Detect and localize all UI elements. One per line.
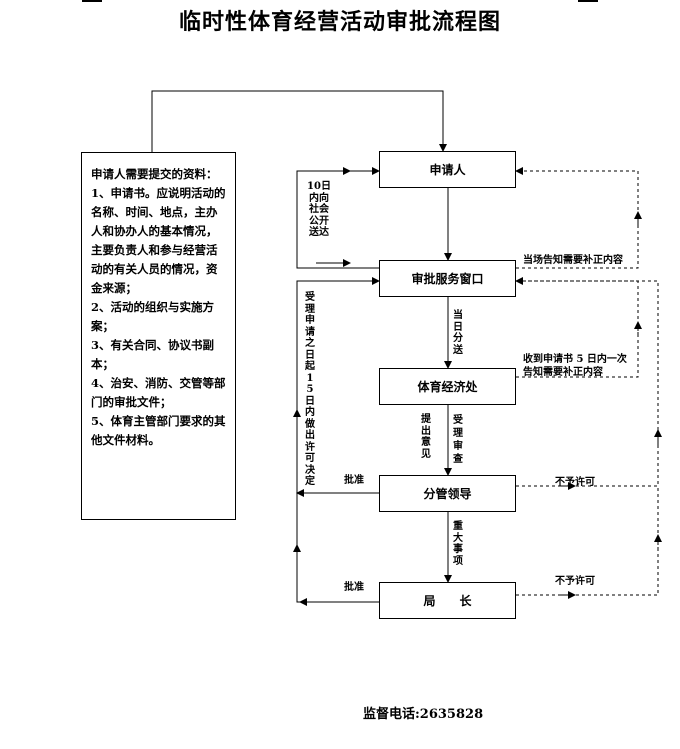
- director-node: 局 长: [379, 582, 516, 619]
- supervision-phone: 监督电话:2635828: [363, 707, 484, 722]
- materials-to-applicant-line: [151, 90, 447, 152]
- label-notify-onsite: 当场告知需要补正内容: [523, 255, 623, 266]
- label-opinion: 提出意见: [421, 414, 431, 460]
- page-title: 临时性体育经营活动审批流程图: [178, 9, 501, 35]
- label-approve-director: 批准: [344, 582, 364, 593]
- materials-item-2: 2、活动的组织与实施方案；: [91, 300, 215, 333]
- label-major-matter: 重大事项: [453, 521, 463, 567]
- label-forward-same-day: 当日分送: [453, 310, 463, 356]
- service-window-node: 审批服务窗口: [379, 260, 516, 297]
- materials-heading: 申请人需要提交的资料：: [91, 167, 218, 181]
- label-notify-10days: 10日内向社会公开送达: [307, 181, 331, 238]
- window-correction-dashed: [515, 167, 639, 269]
- sports-office-node: 体育经济处: [379, 368, 516, 405]
- label-notify-5days-line2: 告知需要补正内容: [523, 367, 603, 378]
- materials-item-3: 3、有关合同、协议书副本；: [91, 338, 215, 371]
- materials-item-5: 5、体育主管部门要求的其他文件材料。: [91, 414, 226, 447]
- materials-item-4: 4、治安、消防、交管等部门的审批文件；: [91, 376, 226, 409]
- label-notify-5days-line1: 收到申请书 5 日内一次: [523, 354, 627, 365]
- label-approve-leader: 批准: [344, 475, 364, 486]
- label-deny-leader: 不予许可: [555, 477, 595, 488]
- top-rule-right: [578, 0, 598, 2]
- applicant-node: 申请人: [379, 151, 516, 188]
- required-materials-box: 申请人需要提交的资料： 1、申请书。应说明活动的名称、时间、地点，主办人和协办人…: [81, 152, 236, 520]
- leader-node: 分管领导: [379, 475, 516, 512]
- label-deny-director: 不予许可: [555, 576, 595, 587]
- leader-deny-dashed: [516, 280, 659, 487]
- label-accept-review: 受理审查: [453, 415, 463, 465]
- materials-item-1: 1、申请书。应说明活动的名称、时间、地点，主办人和协办人的基本情况，主要负责人和…: [91, 186, 226, 295]
- label-accept-decide: 受理申请之日起15日内做出许可决定: [305, 292, 315, 487]
- top-rule-left: [82, 0, 102, 2]
